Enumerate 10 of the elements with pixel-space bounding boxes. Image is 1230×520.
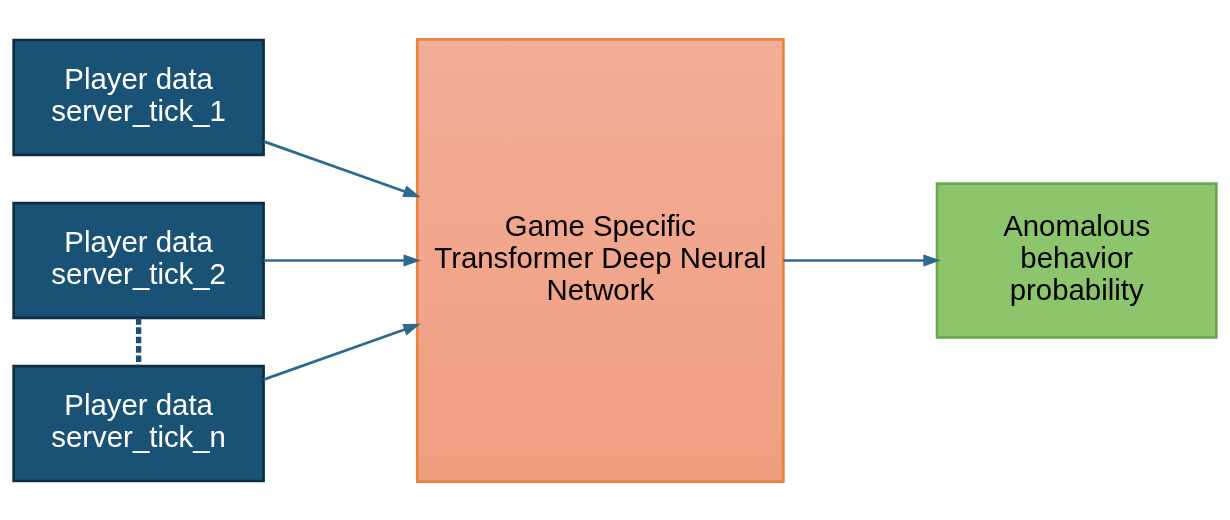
node-box: Player data server_tick_2: [12, 201, 265, 319]
arrow: [263, 139, 421, 197]
node-box: Anomalous behavior probability: [935, 181, 1218, 339]
arrow: [263, 253, 421, 267]
node-box: Game Specific Transformer Deep Neural Network: [415, 37, 785, 483]
arrow: [783, 253, 941, 267]
connector: [135, 317, 142, 366]
node-box: Player data server_tick_n: [12, 364, 265, 482]
node-box: Player data server_tick_1: [12, 38, 265, 156]
arrow: [263, 323, 421, 381]
